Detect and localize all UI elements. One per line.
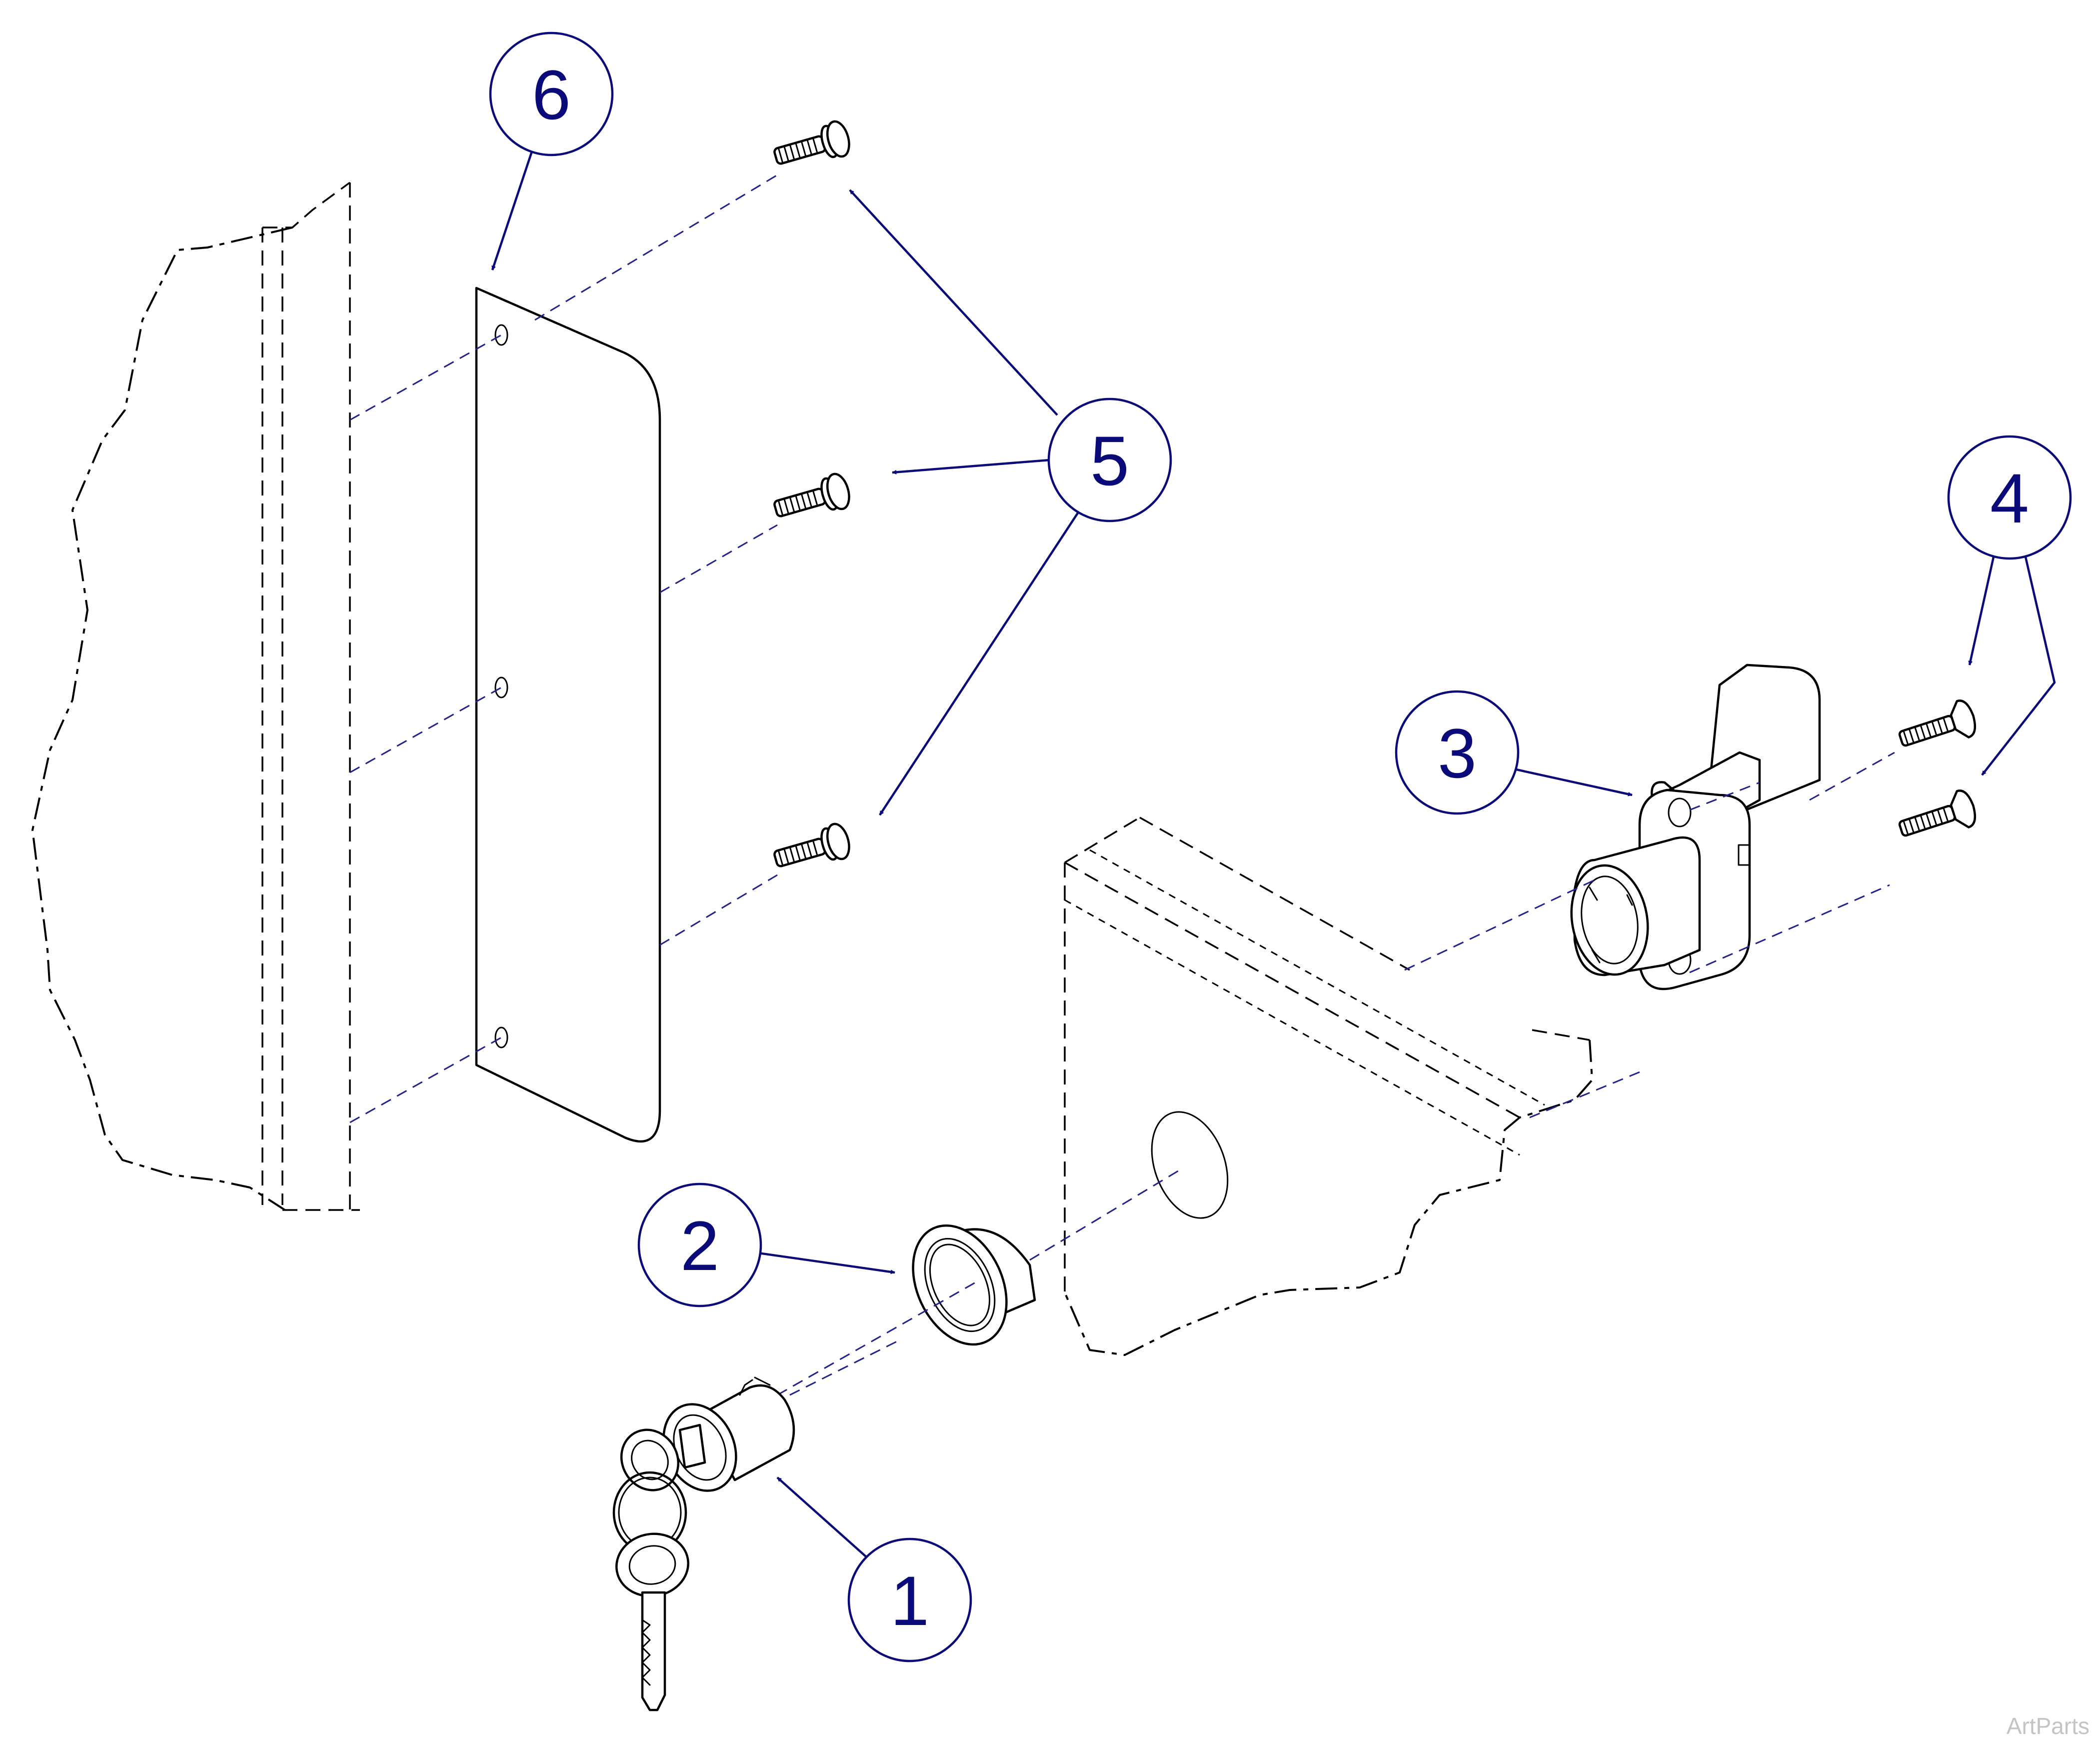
- strike-plate-part-6: [475, 286, 661, 1143]
- callout-1: 1: [847, 1538, 972, 1662]
- callout-6-label: 6: [532, 56, 571, 134]
- callout-2-label: 2: [680, 1206, 719, 1285]
- callout-6: 6: [489, 32, 614, 156]
- callout-5-label: 5: [1090, 422, 1129, 500]
- cabinet-side-panel-phantom: [31, 182, 360, 1211]
- callout-4: 4: [1947, 435, 2072, 560]
- callout-3: 3: [1395, 690, 1520, 815]
- plate-screw-top: [773, 120, 850, 165]
- drawer-phantom: [1064, 816, 1593, 1356]
- cam-lock-body-part-3: [1570, 664, 1821, 990]
- plate-screw-middle: [773, 472, 850, 518]
- lock-cylinder-guide-line: [789, 1339, 900, 1396]
- cam-lock-guide-lines: [1404, 752, 1895, 1118]
- plate-screw-guide-lines: [349, 174, 778, 1124]
- cam-lock-screw-upper: [1898, 700, 1977, 747]
- callout-4-label: 4: [1990, 459, 2029, 538]
- artparts-watermark: ArtParts: [2007, 1713, 2090, 1739]
- plate-screw-bottom: [773, 822, 850, 868]
- lock-cylinder-with-keys-part-1: [612, 1376, 795, 1712]
- callout-1-label: 1: [890, 1562, 929, 1640]
- callout-3-label: 3: [1438, 714, 1477, 792]
- bezel-grommet-part-2: [912, 1224, 1036, 1346]
- callout-5: 5: [1047, 398, 1172, 522]
- callout-2: 2: [637, 1182, 762, 1308]
- bezel-guide-line: [777, 1169, 1180, 1396]
- leader-lines: [491, 150, 2056, 1561]
- cam-lock-screw-lower: [1898, 790, 1977, 837]
